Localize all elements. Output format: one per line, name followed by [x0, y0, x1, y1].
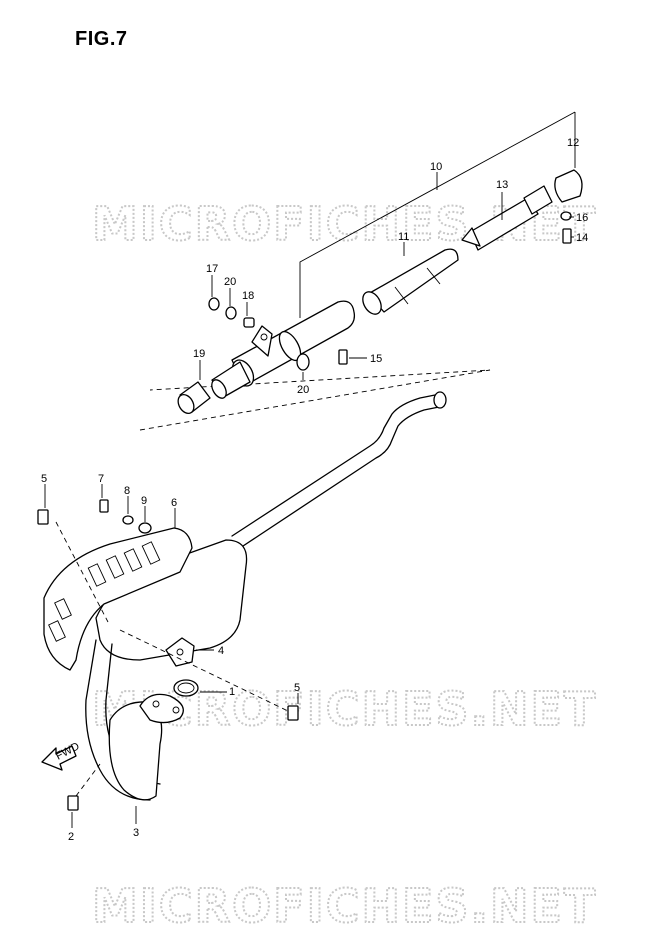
part-label-13: 13 [496, 179, 508, 191]
bracket-4 [165, 637, 195, 667]
bolt-5-top-icon [37, 509, 49, 525]
assembly-line-bolt5-bottom [119, 629, 291, 713]
part-label-15: 15 [370, 353, 382, 365]
tail-pipe-end [433, 391, 447, 409]
bolt-7-icon [99, 499, 109, 513]
part-label-14: 14 [576, 232, 588, 244]
flange-hole-left [152, 700, 160, 708]
washer-9-icon [138, 522, 152, 534]
part-label-20-bottom: 20 [297, 384, 309, 396]
part-label-5-top: 5 [41, 473, 47, 485]
exhaust-pipe-3 [108, 701, 163, 801]
part-label-20-top: 20 [224, 276, 236, 288]
bracket-4-hole [176, 648, 184, 656]
inner-pipe-11-end [362, 291, 382, 315]
watermark-bottom: MICROFICHES.NET [92, 879, 597, 930]
joint-19-end [177, 394, 195, 414]
leader-10-bracket [299, 111, 576, 268]
washer-16-icon [560, 211, 572, 221]
heat-shield-slots [48, 541, 161, 642]
part-label-12: 12 [567, 137, 579, 149]
silencer-mount-hole [260, 333, 268, 341]
fwd-arrow-icon: FWD [41, 740, 82, 771]
assembly-plane-lines [139, 369, 491, 431]
part-labels: 1 2 3 4 5 5 6 7 8 9 10 11 12 13 14 15 16… [41, 137, 588, 843]
part-label-7: 7 [98, 473, 104, 485]
part-label-8: 8 [124, 485, 130, 497]
tail-pipe-top-edge [231, 393, 441, 537]
nut-8-icon [122, 515, 134, 525]
part-label-6: 6 [171, 497, 177, 509]
part-label-5-bottom: 5 [294, 682, 300, 694]
heat-shield-6 [43, 527, 193, 671]
assembly-line-bolt5-top [55, 521, 109, 623]
bolt-14-icon [562, 228, 572, 244]
bolt-15-icon [338, 349, 348, 365]
downpipe-outer-edge [85, 639, 151, 801]
part-label-16: 16 [576, 212, 588, 224]
flange-hole-right [172, 706, 180, 714]
inner-pipe-11-ring [394, 286, 409, 305]
part-label-1: 1 [229, 686, 235, 698]
end-cap-12 [554, 169, 583, 203]
expansion-chamber-assembly [37, 391, 447, 811]
leader-lines [44, 192, 574, 828]
gasket-1-inner [177, 682, 195, 694]
bolt-2-icon [67, 795, 79, 811]
silencer-inlet-end [211, 379, 227, 399]
bolt-5-bottom-icon [287, 705, 299, 721]
spark-arrester-cone [461, 227, 481, 247]
collar-20-top-icon [225, 306, 237, 320]
exhaust-flange [139, 693, 184, 724]
inner-pipe-11-ring-2 [426, 267, 441, 285]
part-label-11: 11 [398, 231, 409, 243]
part-label-17: 17 [206, 263, 218, 275]
part-label-9: 9 [141, 495, 147, 507]
collar-20-lower-icon [296, 353, 310, 371]
part-label-2: 2 [68, 831, 74, 843]
silencer-mount-tab [251, 325, 273, 357]
part-label-19: 19 [193, 348, 205, 360]
figure-title: FIG.7 [75, 28, 128, 50]
spark-arrester-cap [523, 185, 553, 215]
inner-pipe-11 [367, 248, 459, 313]
tail-pipe-bottom-edge [239, 405, 445, 549]
collar-18-icon [243, 317, 255, 328]
assembly-line-bolt2 [75, 763, 101, 797]
washer-17-icon [208, 297, 220, 311]
part-label-3: 3 [133, 827, 139, 839]
part-label-10: 10 [430, 161, 442, 173]
part-label-4: 4 [218, 645, 224, 657]
gasket-1 [173, 679, 199, 697]
silencer-assembly [139, 111, 583, 431]
part-label-18: 18 [242, 290, 254, 302]
